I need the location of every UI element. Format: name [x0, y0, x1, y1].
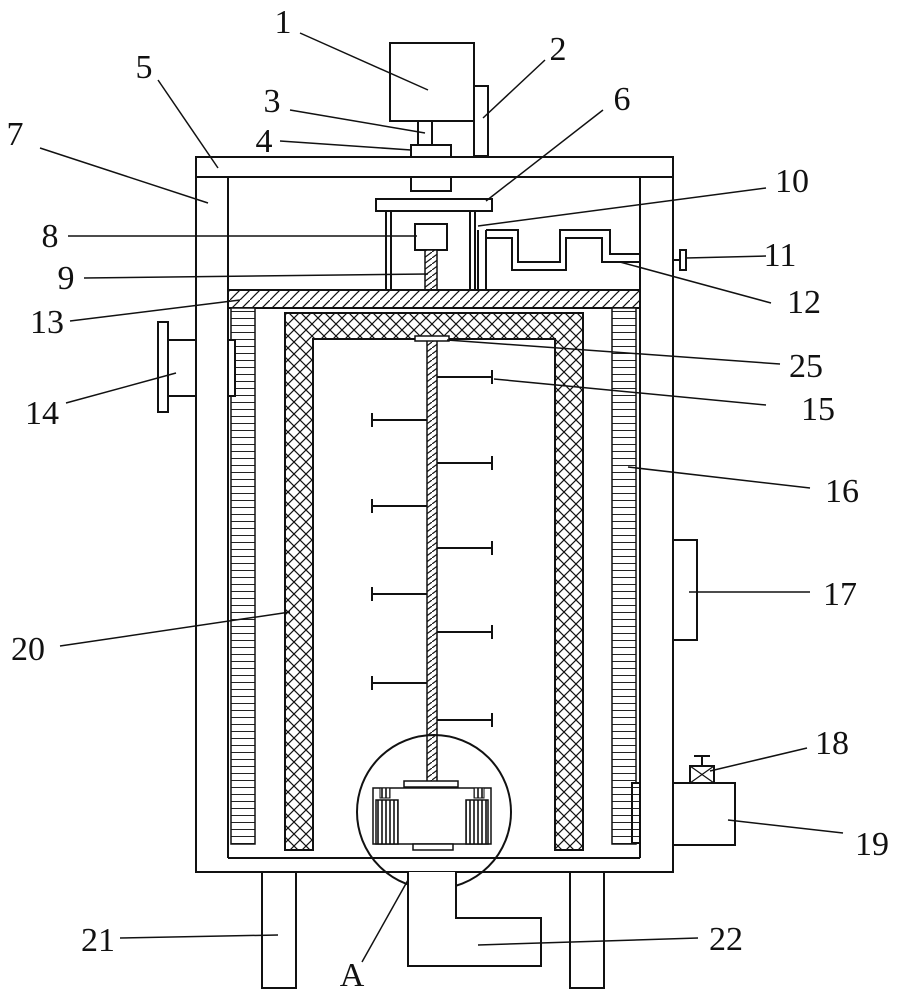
- pipe-upper: [486, 229, 640, 263]
- coupling: [410, 144, 452, 158]
- top-cover: [195, 156, 674, 178]
- callout-1: 1: [275, 4, 292, 41]
- callout-15: 15: [801, 391, 835, 428]
- callout-17: 17: [823, 576, 857, 613]
- detail-a: [356, 734, 512, 890]
- discharge-unit: [631, 755, 736, 846]
- callout-16: 16: [825, 473, 859, 510]
- callout-20: 20: [11, 631, 45, 668]
- drain-pipe: [407, 872, 542, 967]
- callout-22: 22: [709, 921, 743, 958]
- outlet-valve: [679, 249, 687, 271]
- feed-port: [157, 321, 236, 413]
- callout-13: 13: [30, 304, 64, 341]
- motor-bracket: [473, 85, 489, 157]
- callout-3: 3: [264, 83, 281, 120]
- callout-21: 21: [81, 922, 115, 959]
- callout-19: 19: [855, 826, 889, 863]
- control-box: [672, 539, 698, 641]
- callout-18: 18: [815, 725, 849, 762]
- mounting-plate: [375, 198, 493, 212]
- callout-labels: 1 2 3 4 5 6 7 8 9 10 11 12 13 14 25 15 1…: [7, 4, 890, 994]
- shaft-bearing-seat: [414, 335, 450, 342]
- pipe-lower: [486, 237, 640, 271]
- callout-14: 14: [25, 395, 59, 432]
- motor: [389, 42, 475, 122]
- lead-screw: [424, 249, 438, 291]
- callout-a: A: [340, 957, 365, 994]
- stirring-shaft: [426, 338, 438, 785]
- sealing-plate: [227, 289, 641, 309]
- callout-2: 2: [550, 31, 567, 68]
- callout-7: 7: [7, 116, 24, 153]
- bearing: [410, 176, 452, 192]
- callout-12: 12: [787, 284, 821, 321]
- callout-25: 25: [789, 348, 823, 385]
- inner-tank: [284, 312, 584, 851]
- callout-11: 11: [764, 237, 797, 274]
- heating-layer-left: [230, 307, 256, 845]
- callout-9: 9: [58, 260, 75, 297]
- callout-8: 8: [42, 218, 59, 255]
- nut-block: [414, 223, 448, 251]
- callout-4: 4: [256, 123, 273, 160]
- leg-right: [569, 871, 605, 989]
- callout-6: 6: [614, 81, 631, 118]
- leader-lines: [39, 32, 844, 963]
- callout-10: 10: [775, 163, 809, 200]
- leg-left: [261, 871, 297, 989]
- callout-5: 5: [136, 49, 153, 86]
- stirring-blades: [371, 370, 493, 727]
- heating-layer-right: [611, 307, 637, 845]
